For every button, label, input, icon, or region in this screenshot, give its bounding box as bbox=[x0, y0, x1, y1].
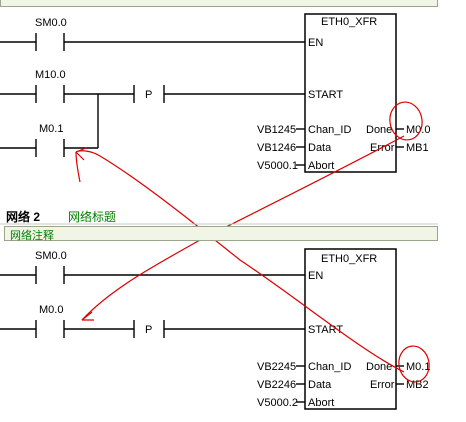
network1-rungs bbox=[0, 33, 404, 166]
arrow-tail-network1 bbox=[75, 151, 81, 183]
network2-pin-abort: Abort bbox=[308, 397, 334, 409]
network2-block-title: ETH0_XFR bbox=[321, 253, 377, 265]
network1-input-chan-id[interactable]: VB1245 bbox=[257, 124, 296, 136]
network2-input-abort[interactable]: V5000.2 bbox=[257, 397, 298, 409]
network2-header[interactable]: 网络 2 网络标题 bbox=[0, 205, 466, 225]
network2-label: 网络 2 bbox=[6, 210, 41, 224]
network2-contact-start-label: M0.0 bbox=[39, 304, 63, 316]
network2-pin-done: Done bbox=[366, 361, 392, 373]
network2-pin-en: EN bbox=[308, 270, 323, 282]
network1-output-error[interactable]: MB1 bbox=[406, 142, 429, 154]
circle-done-m01 bbox=[398, 345, 430, 383]
arrowhead-network1 bbox=[75, 147, 87, 161]
network2-input-chan-id[interactable]: VB2245 bbox=[257, 361, 296, 373]
network2-rungs bbox=[0, 266, 404, 403]
network2-pin-chan-id: Chan_ID bbox=[308, 361, 351, 373]
network1-contact-parallel-label: M0.1 bbox=[39, 123, 63, 135]
network2-function-block[interactable] bbox=[304, 248, 397, 410]
network2-pulse-label: P bbox=[145, 324, 152, 336]
network1-pin-done: Done bbox=[366, 124, 392, 136]
network2-pin-data: Data bbox=[308, 379, 332, 391]
arrowhead-network2 bbox=[81, 311, 94, 321]
network2-contact-en-label: SM0.0 bbox=[35, 250, 67, 262]
network1-pin-abort: Abort bbox=[308, 160, 334, 172]
network1-pin-chan-id: Chan_ID bbox=[308, 124, 351, 136]
network2-title[interactable]: 网络标题 bbox=[68, 210, 117, 224]
network2-comment-bar[interactable]: 网络注释 bbox=[4, 226, 438, 242]
network1-contact-en-label: SM0.0 bbox=[35, 17, 67, 29]
network1-function-block[interactable] bbox=[304, 13, 397, 173]
network1-pulse-label: P bbox=[145, 89, 152, 101]
network1-pin-start: START bbox=[308, 89, 343, 101]
network1-input-data[interactable]: VB1246 bbox=[257, 142, 296, 154]
network2-input-data[interactable]: VB2246 bbox=[257, 379, 296, 391]
network1-comment-bar[interactable] bbox=[0, 0, 438, 7]
network1-block-title: ETH0_XFR bbox=[321, 16, 377, 28]
network1-input-abort[interactable]: V5000.1 bbox=[257, 160, 298, 172]
network2-pin-error: Error bbox=[370, 379, 395, 391]
network2-comment: 网络注释 bbox=[10, 230, 54, 242]
network1-pin-data: Data bbox=[308, 142, 332, 154]
circle-done-m00 bbox=[389, 101, 423, 141]
network2-output-done[interactable]: M0.1 bbox=[406, 361, 430, 373]
network1-output-done[interactable]: M0.0 bbox=[406, 124, 430, 136]
network1-contact-start-label: M10.0 bbox=[35, 69, 66, 81]
network1-pin-en: EN bbox=[308, 37, 323, 49]
